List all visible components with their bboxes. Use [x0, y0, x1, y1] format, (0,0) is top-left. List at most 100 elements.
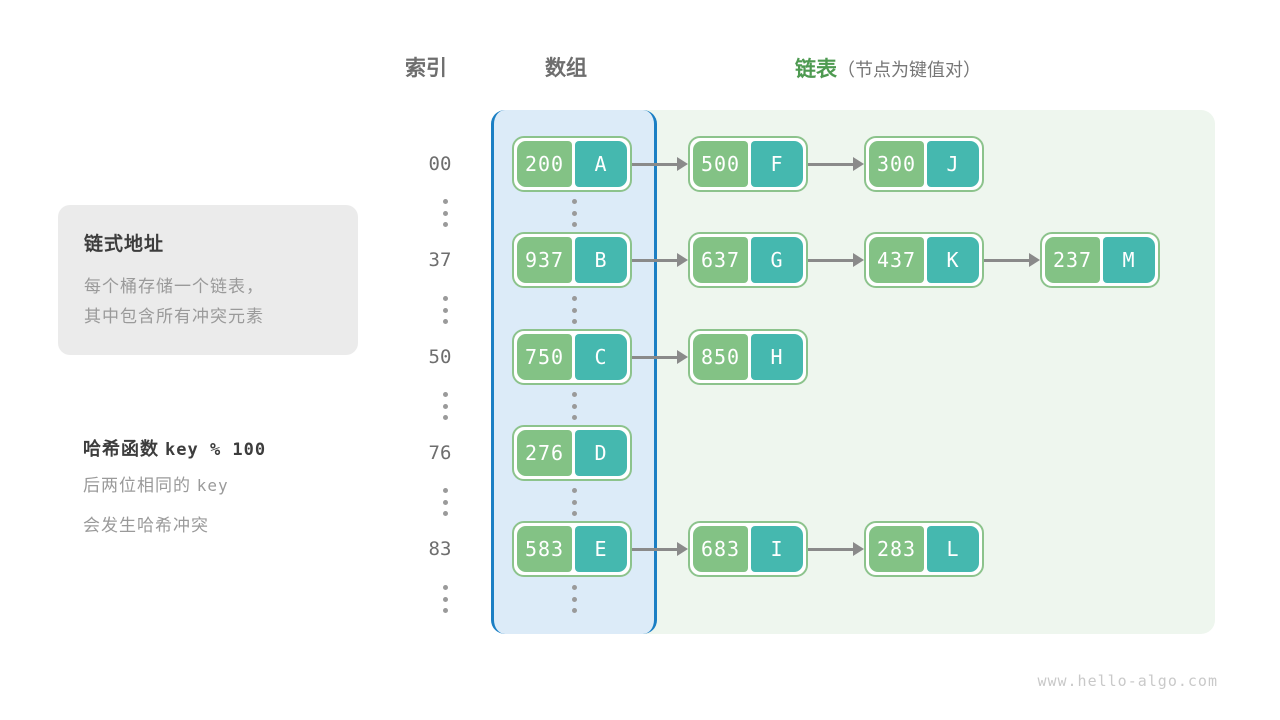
node-key-cell: 500 — [693, 141, 748, 187]
arrow-shaft — [632, 547, 678, 551]
bucket-index-label: 76 — [428, 442, 452, 464]
info-card: 链式地址 每个桶存储一个链表， 其中包含所有冲突元素 — [58, 205, 358, 355]
node-value-cell: C — [575, 334, 627, 380]
watermark: www.hello-algo.com — [1037, 672, 1218, 690]
column-header-linked-list: 链表（节点为键值对） — [795, 53, 981, 83]
hash-function-title: 哈希函数 key % 100 — [83, 435, 383, 461]
column-header-array: 数组 — [545, 57, 587, 80]
index-ellipsis-icon — [438, 488, 452, 516]
hash-function-label: 哈希函数 — [83, 439, 159, 459]
arrow-shaft — [632, 258, 678, 262]
node-key-cell: 237 — [1045, 237, 1100, 283]
node-value-cell: K — [927, 237, 979, 283]
chain-arrow-icon — [632, 350, 688, 364]
hash-function-note: 哈希函数 key % 100 后两位相同的 key 会发生哈希冲突 — [83, 435, 383, 541]
node-value-cell: I — [751, 526, 803, 572]
array-ellipsis-icon — [567, 585, 581, 613]
chain-arrow-icon — [632, 542, 688, 556]
array-ellipsis-icon — [567, 296, 581, 324]
bucket-index-label: 00 — [428, 153, 452, 175]
info-card-line-2: 其中包含所有冲突元素 — [84, 307, 264, 326]
node-key-cell: 937 — [517, 237, 572, 283]
arrow-head — [853, 157, 864, 171]
arrow-head — [677, 253, 688, 267]
node-value-cell: G — [751, 237, 803, 283]
node-value-cell: J — [927, 141, 979, 187]
arrow-head — [853, 542, 864, 556]
column-header-linked-list-sub: （节点为键值对） — [837, 60, 981, 80]
arrow-shaft — [808, 258, 854, 262]
node-key-cell: 750 — [517, 334, 572, 380]
hash-function-expression: key % 100 — [165, 440, 267, 460]
node-key-cell: 300 — [869, 141, 924, 187]
chain-arrow-icon — [808, 157, 864, 171]
node-value-cell: B — [575, 237, 627, 283]
hash-function-desc-1: 后两位相同的 key — [83, 470, 383, 501]
chain-arrow-icon — [632, 253, 688, 267]
arrow-shaft — [984, 258, 1030, 262]
node-value-cell: L — [927, 526, 979, 572]
bucket-index-label: 50 — [428, 346, 452, 368]
hash-function-desc-1-key: key — [196, 476, 229, 495]
column-header-index: 索引 — [405, 57, 447, 80]
array-ellipsis-icon — [567, 488, 581, 516]
array-ellipsis-icon — [567, 199, 581, 227]
node-key-cell: 437 — [869, 237, 924, 283]
node-key-cell: 683 — [693, 526, 748, 572]
node-key-cell: 276 — [517, 430, 572, 476]
chain-arrow-icon — [984, 253, 1040, 267]
array-ellipsis-icon — [567, 392, 581, 420]
node-key-cell: 200 — [517, 141, 572, 187]
hash-function-desc-2: 会发生哈希冲突 — [83, 516, 209, 535]
chain-arrow-icon — [632, 157, 688, 171]
node-key-cell: 583 — [517, 526, 572, 572]
arrow-shaft — [632, 355, 678, 359]
chain-arrow-icon — [808, 542, 864, 556]
index-ellipsis-icon — [438, 585, 452, 613]
node-key-cell: 283 — [869, 526, 924, 572]
bucket-index-label: 37 — [428, 249, 452, 271]
column-header-linked-list-main: 链表 — [795, 58, 837, 81]
arrow-shaft — [632, 162, 678, 166]
arrow-shaft — [808, 547, 854, 551]
hash-function-desc-1-text: 后两位相同的 — [83, 476, 191, 495]
arrow-head — [677, 350, 688, 364]
node-value-cell: M — [1103, 237, 1155, 283]
info-card-title: 链式地址 — [84, 234, 165, 255]
index-ellipsis-icon — [438, 296, 452, 324]
index-ellipsis-icon — [438, 392, 452, 420]
bucket-index-label: 83 — [428, 538, 452, 560]
chain-arrow-icon — [808, 253, 864, 267]
info-card-line-1: 每个桶存储一个链表， — [84, 277, 264, 296]
arrow-shaft — [808, 162, 854, 166]
node-value-cell: F — [751, 141, 803, 187]
arrow-head — [1029, 253, 1040, 267]
node-value-cell: A — [575, 141, 627, 187]
node-value-cell: E — [575, 526, 627, 572]
index-ellipsis-icon — [438, 199, 452, 227]
arrow-head — [677, 157, 688, 171]
node-value-cell: H — [751, 334, 803, 380]
node-value-cell: D — [575, 430, 627, 476]
node-key-cell: 850 — [693, 334, 748, 380]
node-key-cell: 637 — [693, 237, 748, 283]
